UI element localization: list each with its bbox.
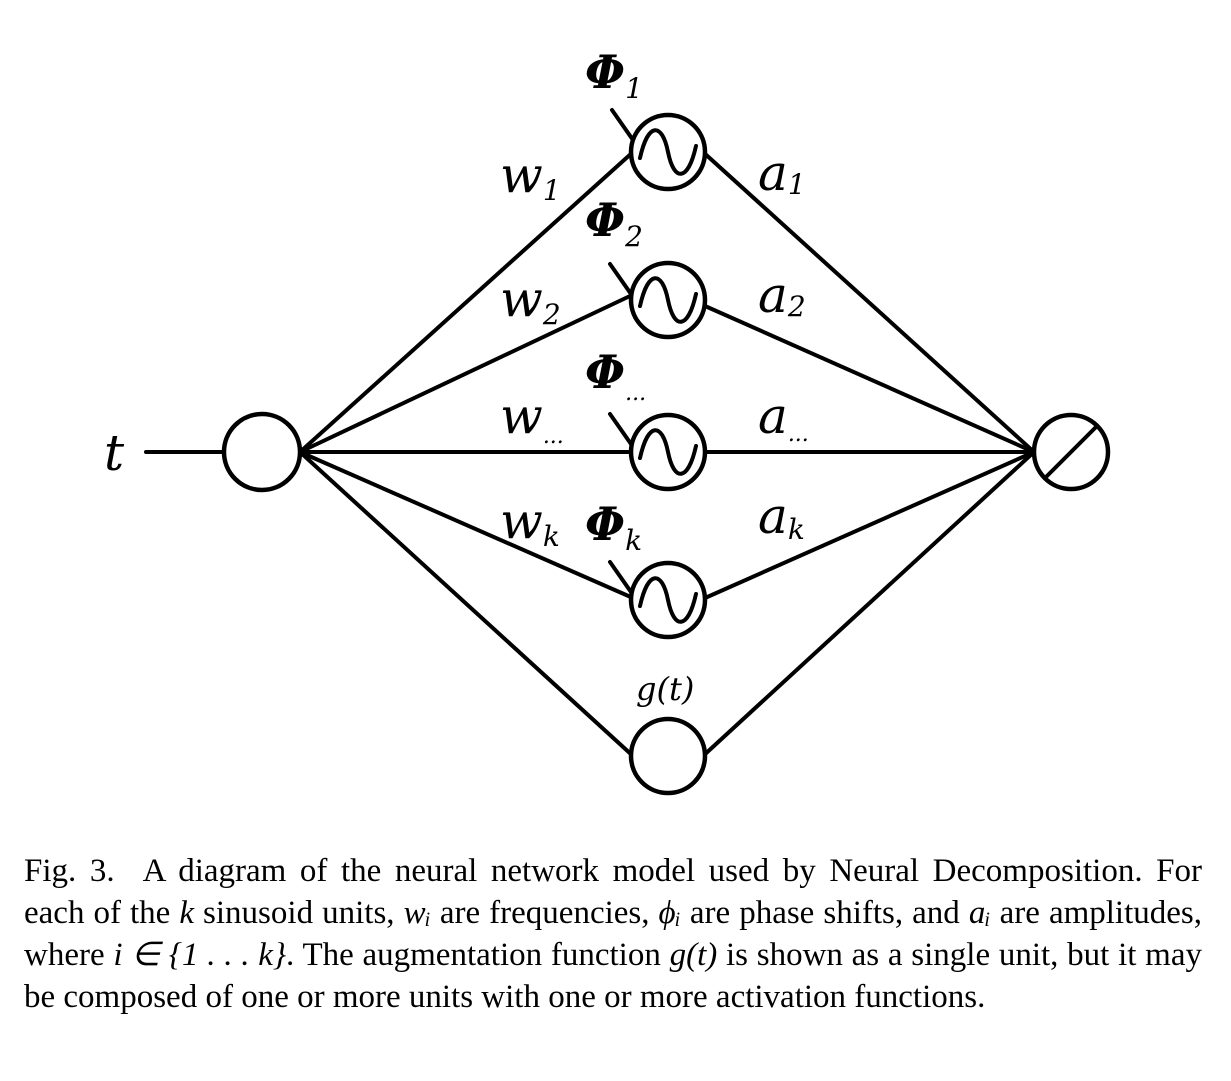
phase-label-k: Φk [585, 497, 642, 557]
sinusoid-unit-1 [610, 108, 708, 192]
edge-augmentation-output [701, 450, 1036, 758]
caption-math: aᵢ [968, 895, 991, 931]
augmentation-node [628, 716, 708, 796]
figure-caption: Fig. 3.A diagram of the neural network m… [24, 850, 1202, 1018]
amplitude-label-2: a2 [758, 266, 806, 324]
caption-text: sinusoid units, [194, 895, 404, 931]
caption-math: ϕᵢ [658, 895, 681, 931]
sine-wave-icon [638, 428, 698, 476]
phase-label-2: Φ2 [585, 193, 643, 253]
edge-input-unit-1 [298, 150, 635, 454]
output-node [1031, 412, 1111, 492]
sine-wave-icon [638, 128, 698, 176]
caption-text: are amplitudes, where [24, 895, 1203, 973]
weight-label-3: w... [500, 387, 564, 449]
edge-unit-1-output [701, 150, 1036, 454]
caption-math: k [179, 895, 195, 931]
weight-label-2: w2 [500, 270, 561, 331]
caption-text: is shown as a single unit, but it may be… [24, 937, 1202, 1015]
caption-text: are phase shifts, and [680, 895, 969, 931]
neural-network-diagram: t w1 w2 w... wk Φ1 Φ2 Φ... Φk a1 a2 a...… [104, 45, 1111, 796]
edge-input-unit-2 [298, 294, 632, 454]
amplitude-label-3: a... [758, 387, 809, 447]
augmentation-label: g(t) [636, 670, 694, 708]
edge-unit-2-output [703, 304, 1036, 454]
weight-label-k: wk [500, 492, 560, 553]
amplitude-label-1: a1 [758, 144, 806, 202]
weight-label-1: w1 [500, 146, 561, 207]
input-label: t [104, 424, 125, 482]
input-to-hidden-edges [298, 150, 635, 758]
phase-label-3: Φ... [585, 345, 646, 406]
phase-label-1: Φ1 [585, 45, 643, 105]
sinusoid-unit-3 [608, 412, 708, 492]
linear-activation-icon [1044, 425, 1098, 479]
caption-text: A diagram of the neural network model us… [24, 853, 1202, 931]
edge-unit-k-output [703, 450, 1036, 600]
sinusoid-unit-k [608, 560, 708, 640]
hidden-to-output-edges [701, 150, 1036, 758]
caption-prefix: Fig. 3. [24, 853, 115, 889]
edge-input-augmentation [298, 450, 635, 758]
sinusoid-unit-2 [608, 260, 708, 340]
caption-math: g(t) [669, 937, 718, 973]
caption-text: are frequencies, [430, 895, 659, 931]
caption-math: wᵢ [403, 895, 431, 931]
amplitude-label-k: ak [758, 487, 805, 546]
caption-math: i ∈ {1 . . . k} [113, 937, 287, 973]
edge-input-unit-k [298, 450, 635, 600]
sine-wave-icon [638, 276, 698, 324]
caption-text: . The augmentation function [286, 937, 670, 973]
sine-wave-icon [638, 576, 698, 624]
input-node [221, 411, 303, 493]
